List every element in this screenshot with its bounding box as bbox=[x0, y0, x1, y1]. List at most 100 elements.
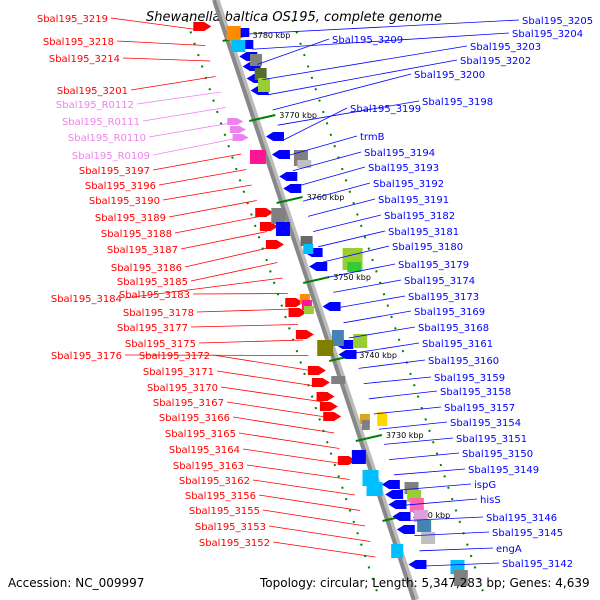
leader-line bbox=[424, 562, 500, 567]
leader-line bbox=[258, 494, 361, 511]
leader-line bbox=[247, 19, 520, 35]
leader-line bbox=[368, 390, 438, 400]
reverse-gene-arrow bbox=[392, 512, 411, 521]
leader-line bbox=[136, 91, 221, 105]
right-gene-label: Sbal195_3158 bbox=[440, 387, 511, 398]
leader-line bbox=[313, 214, 382, 232]
leader-line bbox=[333, 279, 402, 293]
leader-line bbox=[158, 169, 247, 186]
leader-line bbox=[297, 166, 366, 187]
left-gene-label: Sbal195_3156 bbox=[185, 491, 256, 502]
leader-line bbox=[116, 40, 206, 46]
reverse-gene-arrow bbox=[283, 184, 302, 193]
right-gene-label: Sbal195_3150 bbox=[462, 449, 533, 460]
feature-box bbox=[391, 544, 404, 558]
feature-box bbox=[353, 334, 368, 348]
reverse-gene-arrow bbox=[309, 262, 328, 271]
leader-line bbox=[262, 45, 468, 80]
feature-box bbox=[421, 532, 436, 544]
reverse-gene-arrow bbox=[265, 132, 284, 141]
forward-gene-arrow bbox=[232, 134, 249, 141]
leader-line bbox=[152, 153, 242, 171]
right-gene-label: Sbal195_3191 bbox=[378, 195, 449, 206]
leader-line bbox=[190, 324, 299, 328]
feature-box bbox=[453, 570, 468, 586]
leader-line bbox=[419, 547, 494, 552]
right-gene-label: Sbal195_3168 bbox=[418, 323, 489, 334]
forward-gene-arrow bbox=[295, 330, 314, 339]
leader-line bbox=[399, 483, 472, 491]
forward-gene-arrow bbox=[193, 22, 212, 31]
left-gene-label: Sbal195_3197 bbox=[79, 166, 150, 177]
reverse-gene-arrow bbox=[338, 350, 357, 359]
leader-line bbox=[124, 277, 283, 299]
left-gene-label: Sbal195_3214 bbox=[49, 54, 120, 65]
forward-gene-arrow bbox=[265, 240, 284, 249]
scale-label: 3780 kbp bbox=[253, 31, 291, 40]
forward-gene-arrow bbox=[259, 222, 278, 231]
left-gene-label: Sbal195_3196 bbox=[85, 181, 156, 192]
forward-gene-arrow bbox=[323, 412, 342, 421]
leader-line bbox=[282, 107, 348, 141]
leader-line bbox=[142, 107, 226, 122]
forward-gene-arrow bbox=[227, 118, 244, 125]
leader-line bbox=[190, 262, 278, 282]
forward-gene-arrow bbox=[288, 308, 307, 317]
feature-box bbox=[303, 244, 314, 254]
right-gene-label: hisS bbox=[480, 495, 501, 506]
feature-box bbox=[351, 450, 366, 464]
leader-line bbox=[272, 73, 412, 111]
forward-gene-arrow bbox=[316, 392, 335, 401]
left-gene-label: Sbal195_R0110 bbox=[68, 133, 146, 144]
leader-line bbox=[383, 437, 454, 445]
leader-line bbox=[287, 135, 358, 156]
leader-line bbox=[216, 370, 319, 387]
left-gene-label: Sbal195_3190 bbox=[89, 196, 160, 207]
left-gene-label: Sbal195_3172 bbox=[139, 351, 210, 362]
left-gene-label: Sbal195_3188 bbox=[101, 229, 172, 240]
reverse-gene-arrow bbox=[322, 302, 341, 311]
leader-line bbox=[252, 479, 355, 496]
reverse-gene-arrow bbox=[279, 172, 298, 181]
left-gene-label: Sbal195_3171 bbox=[143, 367, 214, 378]
leader-line bbox=[212, 354, 314, 372]
feature-box bbox=[331, 376, 346, 384]
right-gene-label: Sbal195_3174 bbox=[404, 276, 475, 287]
leader-line bbox=[404, 498, 478, 506]
reverse-gene-arrow bbox=[388, 500, 407, 509]
right-gene-label: ispG bbox=[474, 480, 496, 491]
feature-box bbox=[361, 420, 370, 430]
right-gene-label: Sbal195_3180 bbox=[392, 242, 463, 253]
leader-line bbox=[268, 525, 371, 542]
leader-line bbox=[242, 448, 345, 465]
scale-label: 3770 kbp bbox=[279, 111, 317, 120]
leader-line bbox=[180, 231, 268, 250]
leader-line bbox=[220, 386, 324, 403]
right-gene-label: Sbal195_3179 bbox=[398, 260, 469, 271]
feature-box bbox=[226, 26, 241, 40]
leader-line bbox=[152, 138, 237, 156]
leader-line bbox=[174, 215, 263, 234]
reverse-gene-arrow bbox=[271, 150, 290, 159]
right-gene-label: Sbal195_3192 bbox=[373, 179, 444, 190]
reverse-gene-arrow bbox=[381, 480, 400, 489]
leader-line bbox=[196, 308, 293, 313]
right-gene-label: Sbal195_3160 bbox=[428, 356, 499, 367]
feature-box bbox=[409, 498, 424, 512]
feature-box bbox=[299, 294, 310, 304]
leader-line bbox=[348, 326, 416, 339]
left-gene-label: Sbal195_3218 bbox=[43, 37, 114, 48]
left-gene-label: Sbal195_3162 bbox=[179, 476, 250, 487]
leader-line bbox=[328, 263, 396, 278]
leader-line bbox=[409, 516, 484, 521]
right-gene-label: Sbal195_3200 bbox=[414, 70, 485, 81]
feature-box bbox=[359, 414, 370, 424]
left-gene-label: Sbal195_R0111 bbox=[62, 117, 140, 128]
right-gene-label: Sbal195_3146 bbox=[486, 513, 557, 524]
leader-line bbox=[168, 200, 257, 218]
right-gene-label: Sbal195_3194 bbox=[364, 148, 435, 159]
leader-line bbox=[257, 38, 330, 65]
leader-line bbox=[246, 464, 350, 480]
leader-line bbox=[389, 452, 460, 460]
